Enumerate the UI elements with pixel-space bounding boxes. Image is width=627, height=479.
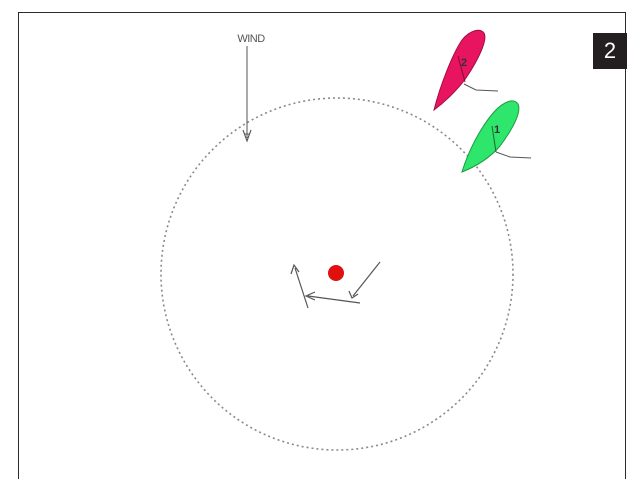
arrow-bottom-leg [307, 295, 361, 304]
diagram-frame [18, 12, 626, 479]
wind-indicator: WIND [237, 33, 266, 143]
boat-1-boom [495, 151, 532, 159]
arrow-left-leg [294, 267, 309, 309]
boat-1-hull [461, 100, 520, 173]
arrow-right-head [348, 290, 359, 299]
boat-2-boom [463, 83, 499, 92]
zone-circle [160, 97, 514, 451]
boat-2: 2 [433, 29, 499, 112]
boat-1-label: 1 [494, 124, 500, 136]
mark-buoy [328, 265, 344, 281]
boat-2-label: 2 [461, 57, 467, 69]
course-arrows [290, 261, 381, 309]
wind-label: WIND [237, 33, 265, 45]
boat-2-mast [457, 55, 466, 83]
wind-arrow-head [242, 129, 252, 143]
boat-1: 1 [461, 100, 532, 173]
arrow-right-leg [352, 261, 381, 297]
boat-2-hull [433, 29, 486, 112]
figure-number-badge: 2 [593, 33, 627, 69]
boat-1-mast [491, 125, 497, 153]
arrow-left-head [290, 263, 300, 275]
arrow-bottom-head [304, 291, 316, 301]
